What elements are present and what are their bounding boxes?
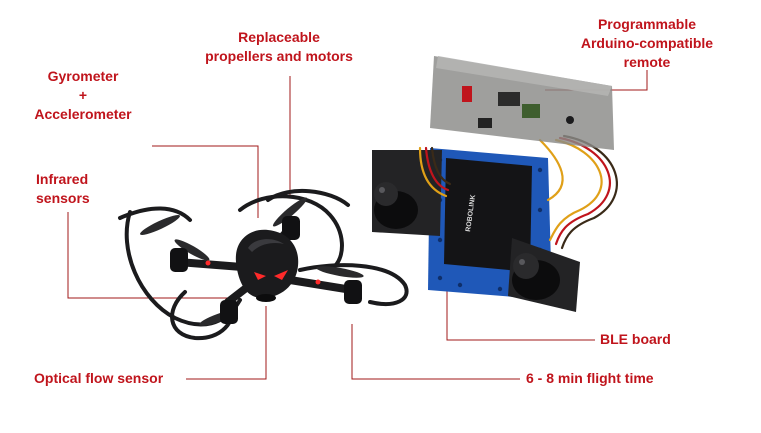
propeller (316, 266, 364, 278)
label-gyro-line2: + (78, 87, 88, 103)
remote-assembly: ROBOLINK (372, 56, 618, 312)
label-remote-line3: remote (623, 54, 671, 70)
label-infrared-line1: Infrared (36, 171, 89, 187)
remote-case-top (436, 56, 612, 96)
propeller-guard (118, 206, 192, 222)
propeller (174, 239, 210, 261)
drone (118, 188, 409, 341)
drone-shell-highlight (248, 239, 284, 252)
ble-board (444, 158, 532, 272)
propeller-guard (238, 194, 344, 268)
leader-line-flight (351, 324, 520, 380)
joystick-right (512, 253, 560, 300)
remote-chip (498, 92, 520, 106)
label-remote-line2: Arduino-compatible (580, 35, 714, 51)
status-led (315, 279, 321, 285)
label-propellers: Replaceable propellers and motors (194, 28, 364, 66)
label-gyro-line1: Gyrometer (47, 68, 119, 84)
label-optical: Optical flow sensor (34, 369, 163, 388)
label-remote: Programmable Arduino-compatible remote (562, 15, 732, 72)
joystick-left (374, 182, 418, 229)
remote-button (566, 116, 574, 124)
optical-flow-sensor (256, 294, 276, 302)
label-optical-text: Optical flow sensor (34, 370, 164, 386)
propeller (272, 197, 308, 227)
status-led (205, 260, 211, 266)
propeller-guard (266, 188, 350, 207)
label-remote-line1: Programmable (597, 16, 697, 32)
motor (220, 300, 238, 324)
drone-arm (286, 276, 356, 294)
infrared-sensor-led (254, 272, 266, 280)
label-ble: BLE board (600, 330, 671, 349)
propeller (139, 215, 181, 235)
label-infrared-line2: sensors (36, 190, 90, 206)
label-ble-text: BLE board (600, 331, 671, 347)
label-gyro-line3: Accelerometer (34, 106, 132, 122)
infrared-sensor-led (274, 270, 288, 280)
label-flight: 6 - 8 min flight time (526, 369, 654, 388)
label-flight-text: 6 - 8 min flight time (526, 370, 654, 386)
leader-line-optical (186, 306, 267, 380)
remote-chip (522, 104, 540, 118)
label-gyro: Gyrometer + Accelerometer (14, 67, 152, 124)
motor (282, 216, 300, 240)
remote-switch (462, 86, 472, 102)
remote-connector (478, 118, 492, 128)
label-propellers-line2: propellers and motors (205, 48, 353, 64)
motor (344, 280, 362, 304)
propeller-guard (298, 263, 409, 306)
motor (170, 248, 188, 272)
label-propellers-line1: Replaceable (238, 29, 320, 45)
leader-line-gyro (152, 145, 259, 218)
label-infrared: Infrared sensors (36, 170, 90, 208)
